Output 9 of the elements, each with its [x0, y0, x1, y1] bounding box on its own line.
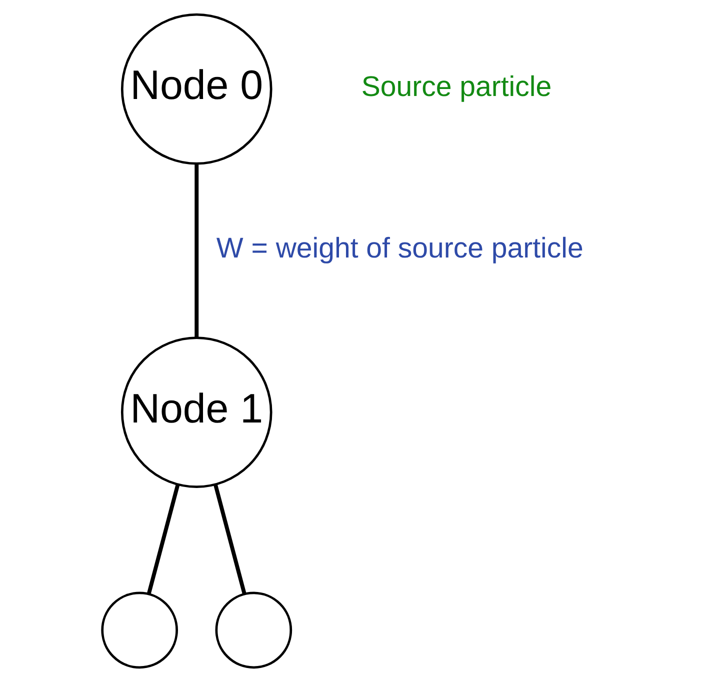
- node-circle: Node 0: [120, 13, 272, 165]
- connector: [146, 484, 180, 594]
- node-circle: [100, 592, 178, 669]
- connector: [213, 484, 246, 594]
- edge-label: W = weight of source particle: [216, 232, 583, 265]
- node-circle: Node 1: [120, 336, 272, 488]
- connector: [194, 164, 198, 338]
- node-circle: [214, 592, 292, 669]
- node-label: Source particle: [360, 71, 552, 104]
